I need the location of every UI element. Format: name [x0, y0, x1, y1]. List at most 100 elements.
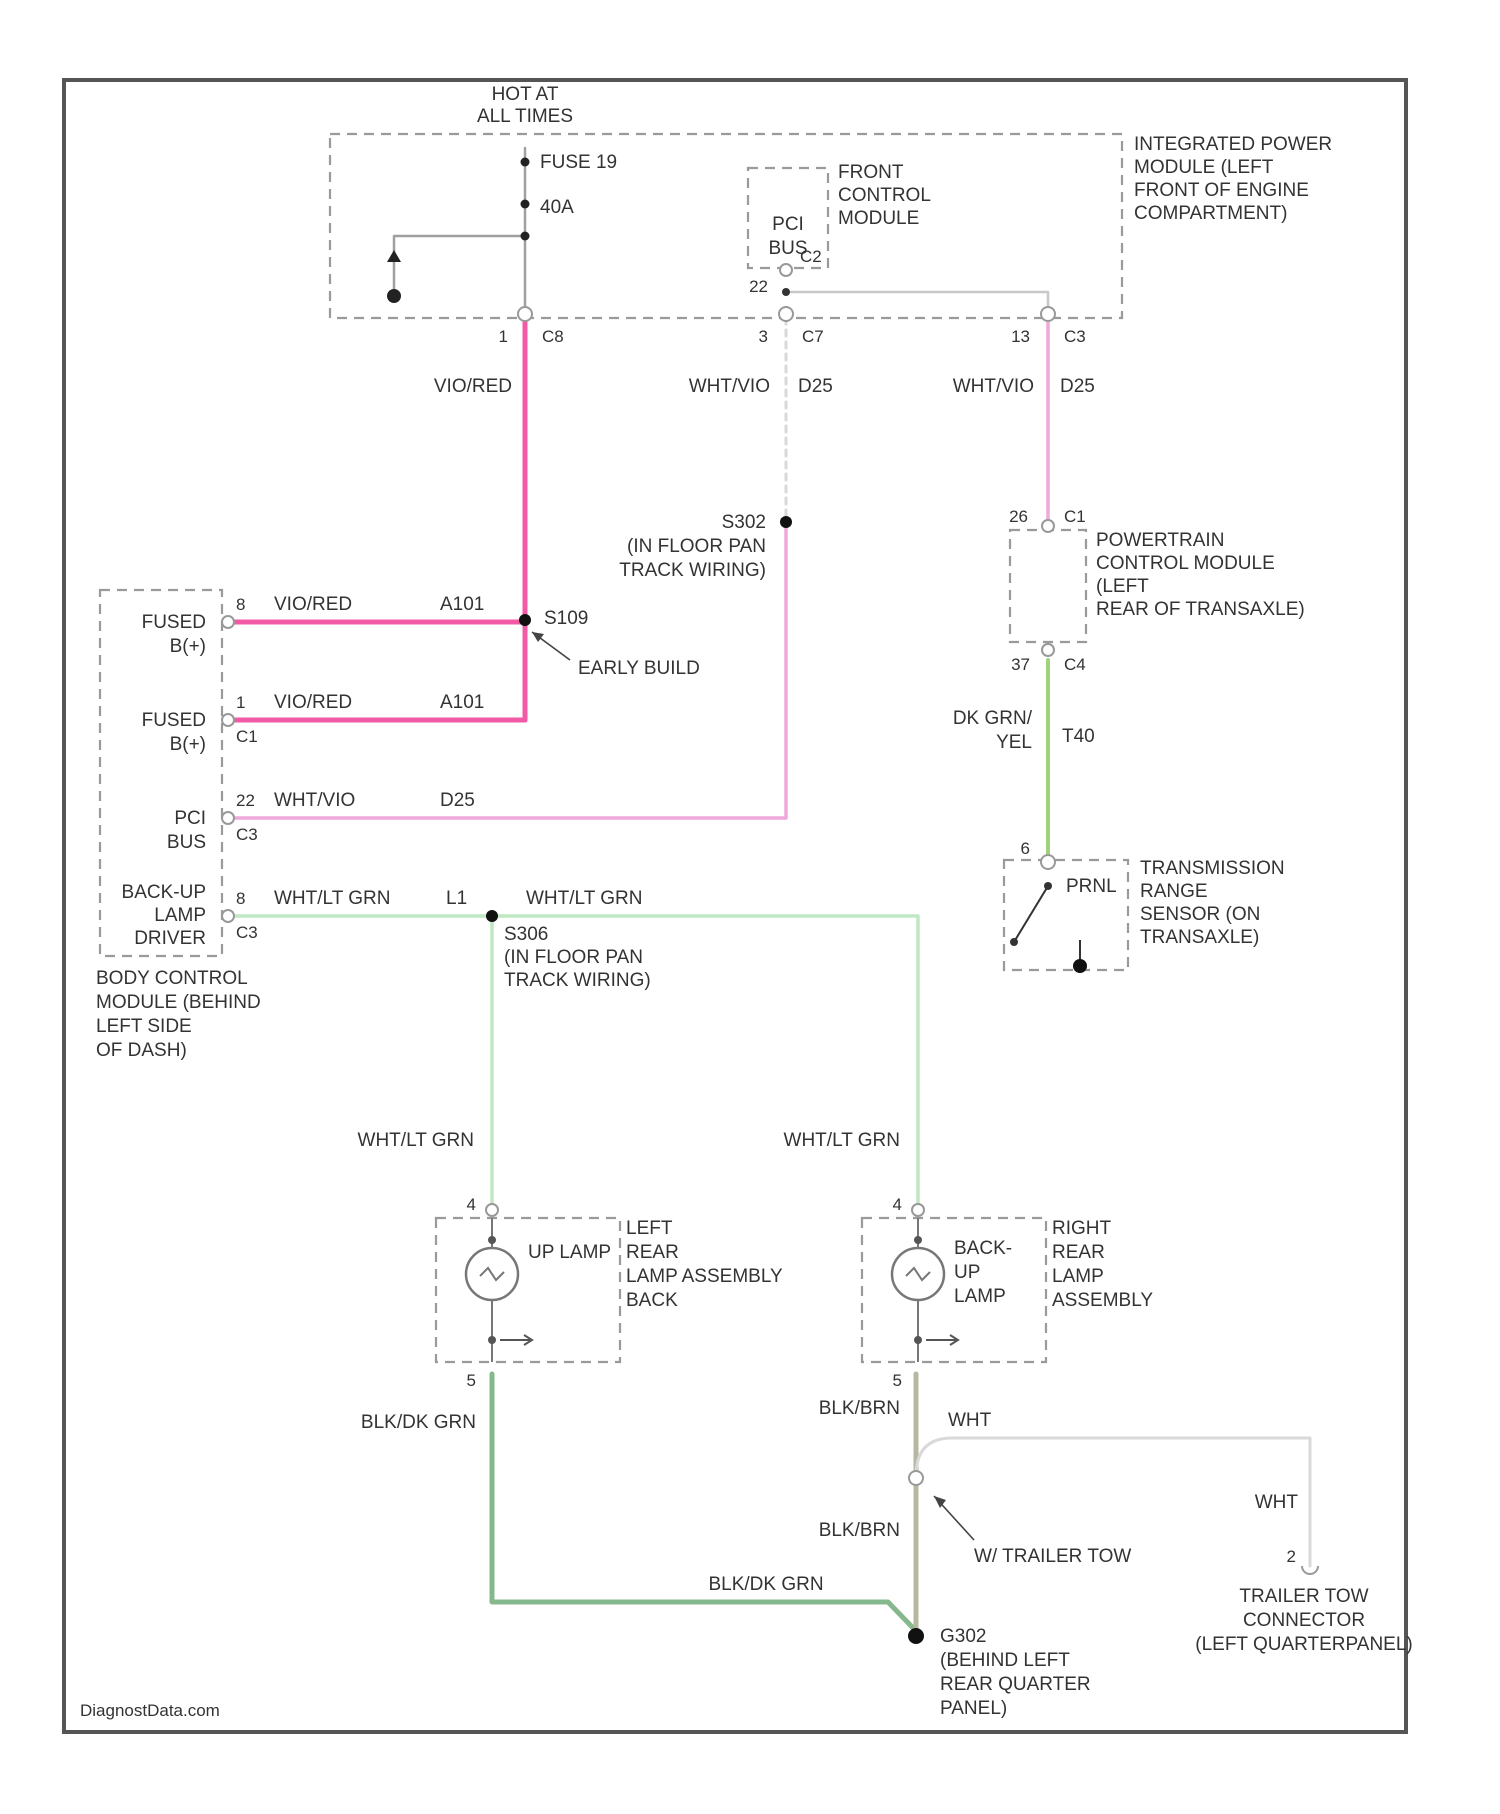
c8-connector-icon: [518, 307, 532, 321]
c7-connector-icon: [779, 307, 793, 321]
wire-label-d25-2: D25: [1060, 376, 1095, 397]
tow-connector-label-1: TRAILER TOW: [1239, 1586, 1368, 1607]
trs-ground-icon: [1073, 959, 1087, 973]
left-lamp-bottom-dot: [488, 1336, 496, 1344]
fcm-label-1: FRONT: [838, 162, 904, 183]
trs-label-4: TRANSAXLE): [1140, 927, 1259, 948]
trs-switch-blade: [1014, 886, 1048, 942]
pcm-pin: 26: [1009, 507, 1028, 526]
tow-pin: 2: [1287, 1547, 1296, 1566]
bcm-label-4: OF DASH): [96, 1040, 187, 1061]
bcm-label-2: MODULE (BEHIND: [96, 992, 261, 1013]
left-lamp-label-4: BACK: [626, 1290, 678, 1311]
wire-label-vio-red: VIO/RED: [434, 376, 512, 397]
bcm-conn3: C3: [236, 825, 258, 844]
c3-connector-icon: [1041, 307, 1055, 321]
bcm-circuit1: A101: [440, 594, 484, 615]
hot-at-label: HOT AT: [492, 84, 559, 105]
ipm-box: [330, 134, 1122, 318]
bcm-backup-label-2: LAMP: [154, 905, 206, 926]
left-lamp-in-connector-icon: [486, 1204, 498, 1216]
wire-ipm-ground: [394, 236, 525, 296]
wire-label-wht-vio-1: WHT/VIO: [689, 376, 770, 397]
right-lamp-label-4: ASSEMBLY: [1052, 1290, 1153, 1311]
bcm-circuit3: D25: [440, 790, 475, 811]
bcm-wire4: WHT/LT GRN: [274, 888, 390, 909]
bcm-pci-label-2: BUS: [167, 832, 206, 853]
right-lamp-label-3: LAMP: [1052, 1266, 1104, 1287]
c8-pin: 1: [499, 327, 508, 346]
bcm-pin4: 8: [236, 889, 245, 908]
labels: HOT AT ALL TIMES FUSE 19 40A INTEGRATED …: [80, 84, 1413, 1720]
gnd-bottom-label: BLK/DK GRN: [708, 1574, 823, 1595]
pcm-box: [1010, 530, 1086, 642]
bcm-circuit2: A101: [440, 692, 484, 713]
ipm-label-2: MODULE (LEFT: [1134, 157, 1274, 178]
ipm-junction-dot: [521, 232, 530, 241]
bcm-fused1-label-2: B(+): [170, 636, 206, 657]
all-times-label: ALL TIMES: [477, 106, 573, 127]
bcm-wire3: WHT/VIO: [274, 790, 355, 811]
pcm-label-3: (LEFT: [1096, 576, 1149, 597]
pcm-out-connector-icon: [1042, 644, 1054, 656]
splice-s302: [780, 516, 792, 528]
fuse-amps-label: 40A: [540, 197, 574, 218]
trs-prnl: PRNL: [1066, 876, 1117, 897]
splice-s302-desc-1: (IN FLOOR PAN: [627, 536, 766, 557]
left-lamp-out-pin: 5: [467, 1371, 476, 1390]
left-lamp-top-dot: [488, 1236, 496, 1244]
pcm-label-1: POWERTRAIN: [1096, 530, 1224, 551]
bcm-fused1-label-1: FUSED: [142, 612, 206, 633]
fcm-label-3: MODULE: [838, 208, 919, 229]
bcm-wire2: VIO/RED: [274, 692, 352, 713]
right-lamp-flow-arrow: [926, 1335, 958, 1345]
left-lamp-in-pin: 4: [467, 1195, 476, 1214]
splice-s109-label: S109: [544, 608, 588, 629]
pcm-out-pin: 37: [1011, 655, 1030, 674]
gnd-left-label: BLK/DK GRN: [361, 1412, 476, 1433]
fcm-pci-label-1: PCI: [772, 214, 804, 235]
c7-pin: 3: [759, 327, 768, 346]
left-lamp-inner-label: UP LAMP: [528, 1242, 611, 1263]
bcm-backup-label-1: BACK-UP: [122, 882, 206, 903]
splice-s306-desc-1: (IN FLOOR PAN: [504, 947, 643, 968]
right-lamp-top-dot: [914, 1236, 922, 1244]
ground-desc-3: PANEL): [940, 1698, 1007, 1719]
trs-connector-icon: [1041, 855, 1055, 869]
ipm-label-3: FRONT OF ENGINE: [1134, 180, 1309, 201]
wht-label-1: WHT: [948, 1410, 992, 1431]
left-lamp-flow-arrow: [500, 1335, 532, 1345]
fcm-conn: C2: [800, 247, 822, 266]
ipm-ground-icon: [387, 289, 401, 303]
bcm-label-3: LEFT SIDE: [96, 1016, 192, 1037]
fuse-top-dot: [521, 158, 530, 167]
trs-switch-pivot: [1010, 938, 1018, 946]
trs-pin: 6: [1021, 839, 1030, 858]
trs-label-3: SENSOR (ON: [1140, 904, 1260, 925]
tow-connector-label-2: CONNECTOR: [1243, 1610, 1365, 1631]
bcm-fused2-label-2: B(+): [170, 734, 206, 755]
trs-label-2: RANGE: [1140, 881, 1208, 902]
fcm-label-2: CONTROL: [838, 185, 931, 206]
right-lamp-inner-label-3: LAMP: [954, 1286, 1006, 1307]
wire-label-t40: T40: [1062, 726, 1095, 747]
fcm-connector-icon: [780, 264, 792, 276]
left-lamp-label-2: REAR: [626, 1242, 679, 1263]
fcm-bus-dot: [782, 288, 790, 296]
right-lamp-out-pin: 5: [893, 1371, 902, 1390]
pcm-label-2: CONTROL MODULE: [1096, 553, 1275, 574]
right-lamp-feed-label: WHT/LT GRN: [784, 1130, 900, 1151]
fuse-label: FUSE 19: [540, 152, 617, 173]
pcm-label-4: REAR OF TRANSAXLE): [1096, 599, 1305, 620]
wire-label-yel: YEL: [996, 732, 1032, 753]
bcm-pin1: 8: [236, 595, 245, 614]
bcm-circuit-l1: L1: [446, 888, 467, 909]
bcm-c1a-connector-icon: [222, 616, 234, 628]
ground-desc-1: (BEHIND LEFT: [940, 1650, 1070, 1671]
c8-conn: C8: [542, 327, 564, 346]
left-lamp-label-1: LEFT: [626, 1218, 673, 1239]
wire-label-wht-vio-2: WHT/VIO: [953, 376, 1034, 397]
ipm-label-1: INTEGRATED POWER: [1134, 134, 1332, 155]
bcm-conn4: C3: [236, 923, 258, 942]
splice-s306-desc-2: TRACK WIRING): [504, 970, 651, 991]
